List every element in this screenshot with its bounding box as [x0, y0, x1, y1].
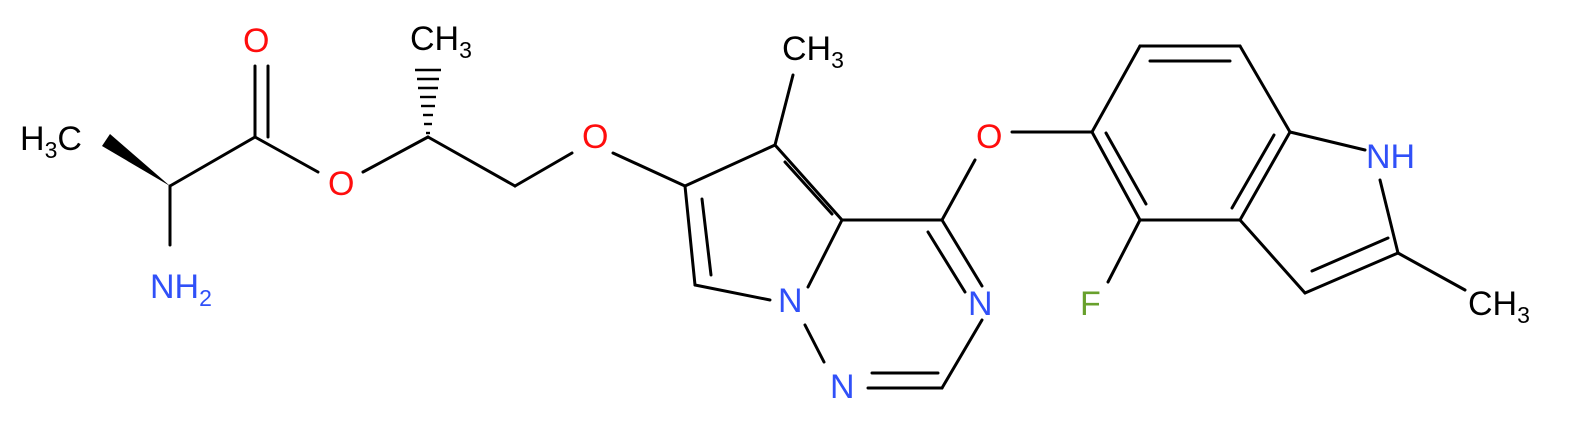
- methyl-chiral-label: CH3: [410, 20, 472, 63]
- ether-oxygen-2-label: O: [976, 118, 1002, 156]
- methyl-indole-label: CH3: [1468, 285, 1530, 328]
- ether-oxygen-1-label: O: [582, 118, 608, 156]
- bond-skeleton: [168, 44, 1467, 390]
- methyl-ring-label: CH3: [782, 30, 844, 73]
- methyl-alanine-label: H3C: [20, 120, 82, 163]
- amine-label: NH2: [150, 268, 212, 311]
- fluorine-label: F: [1080, 285, 1101, 323]
- ester-oxygen-label: O: [328, 165, 354, 203]
- indole-nh-label: NH: [1366, 138, 1415, 176]
- bridge-nitrogen-label: N: [778, 282, 803, 320]
- ring-nitrogen-2-label: N: [830, 368, 855, 406]
- carbonyl-oxygen-label: O: [243, 22, 269, 60]
- ring-nitrogen-1-label: N: [968, 285, 993, 323]
- wedge-bond: [102, 134, 170, 186]
- hash-bond: [415, 68, 441, 135]
